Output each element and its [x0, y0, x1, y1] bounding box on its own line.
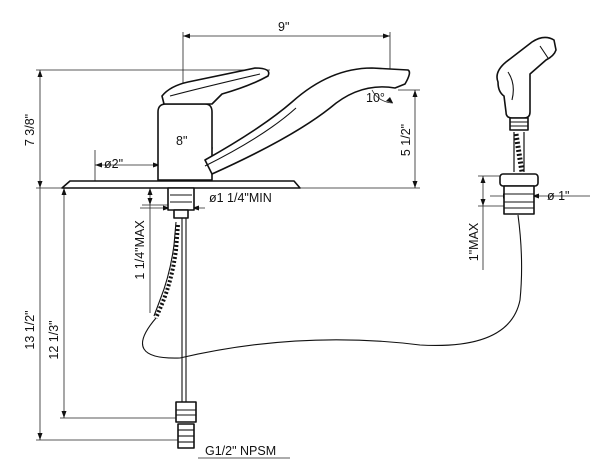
side-sprayer — [496, 36, 557, 215]
label-hole-diameter: ø1 1/4"MIN — [209, 191, 272, 205]
label-spout-angle: 10° — [366, 91, 385, 105]
label-depth-supply: 12 1/3" — [47, 320, 61, 359]
deck-plate — [61, 180, 301, 189]
faucet — [61, 67, 523, 449]
label-spout-height: 5 1/2" — [399, 124, 413, 156]
supply-fitting — [175, 401, 197, 423]
sprayer-hose — [142, 214, 523, 359]
label-spout-reach: 9" — [278, 20, 289, 34]
handle — [161, 67, 270, 105]
mounting-nut — [167, 187, 195, 211]
dimension-labels: 9" 7 3/8" 10° 5 1/2" 8" ø2" ø1 1/4"MIN 1… — [23, 20, 570, 458]
label-depth-total: 13 1/2" — [23, 310, 37, 349]
spout — [204, 67, 411, 175]
sprayer-base — [499, 173, 539, 187]
label-sprayer-hole: ø 1" — [547, 189, 570, 203]
sprayer-head — [496, 36, 557, 119]
label-sprayer-deck-max: 1"MAX — [467, 222, 481, 261]
sprayer-hose-braided — [153, 221, 177, 317]
label-overall-height: 7 3/8" — [23, 114, 37, 146]
label-base-diameter: ø2" — [104, 157, 123, 171]
label-body-width: 8" — [176, 134, 187, 148]
label-deck-thickness: 1 1/4"MAX — [133, 220, 147, 280]
label-supply-thread: G1/2" NPSM — [205, 444, 276, 458]
